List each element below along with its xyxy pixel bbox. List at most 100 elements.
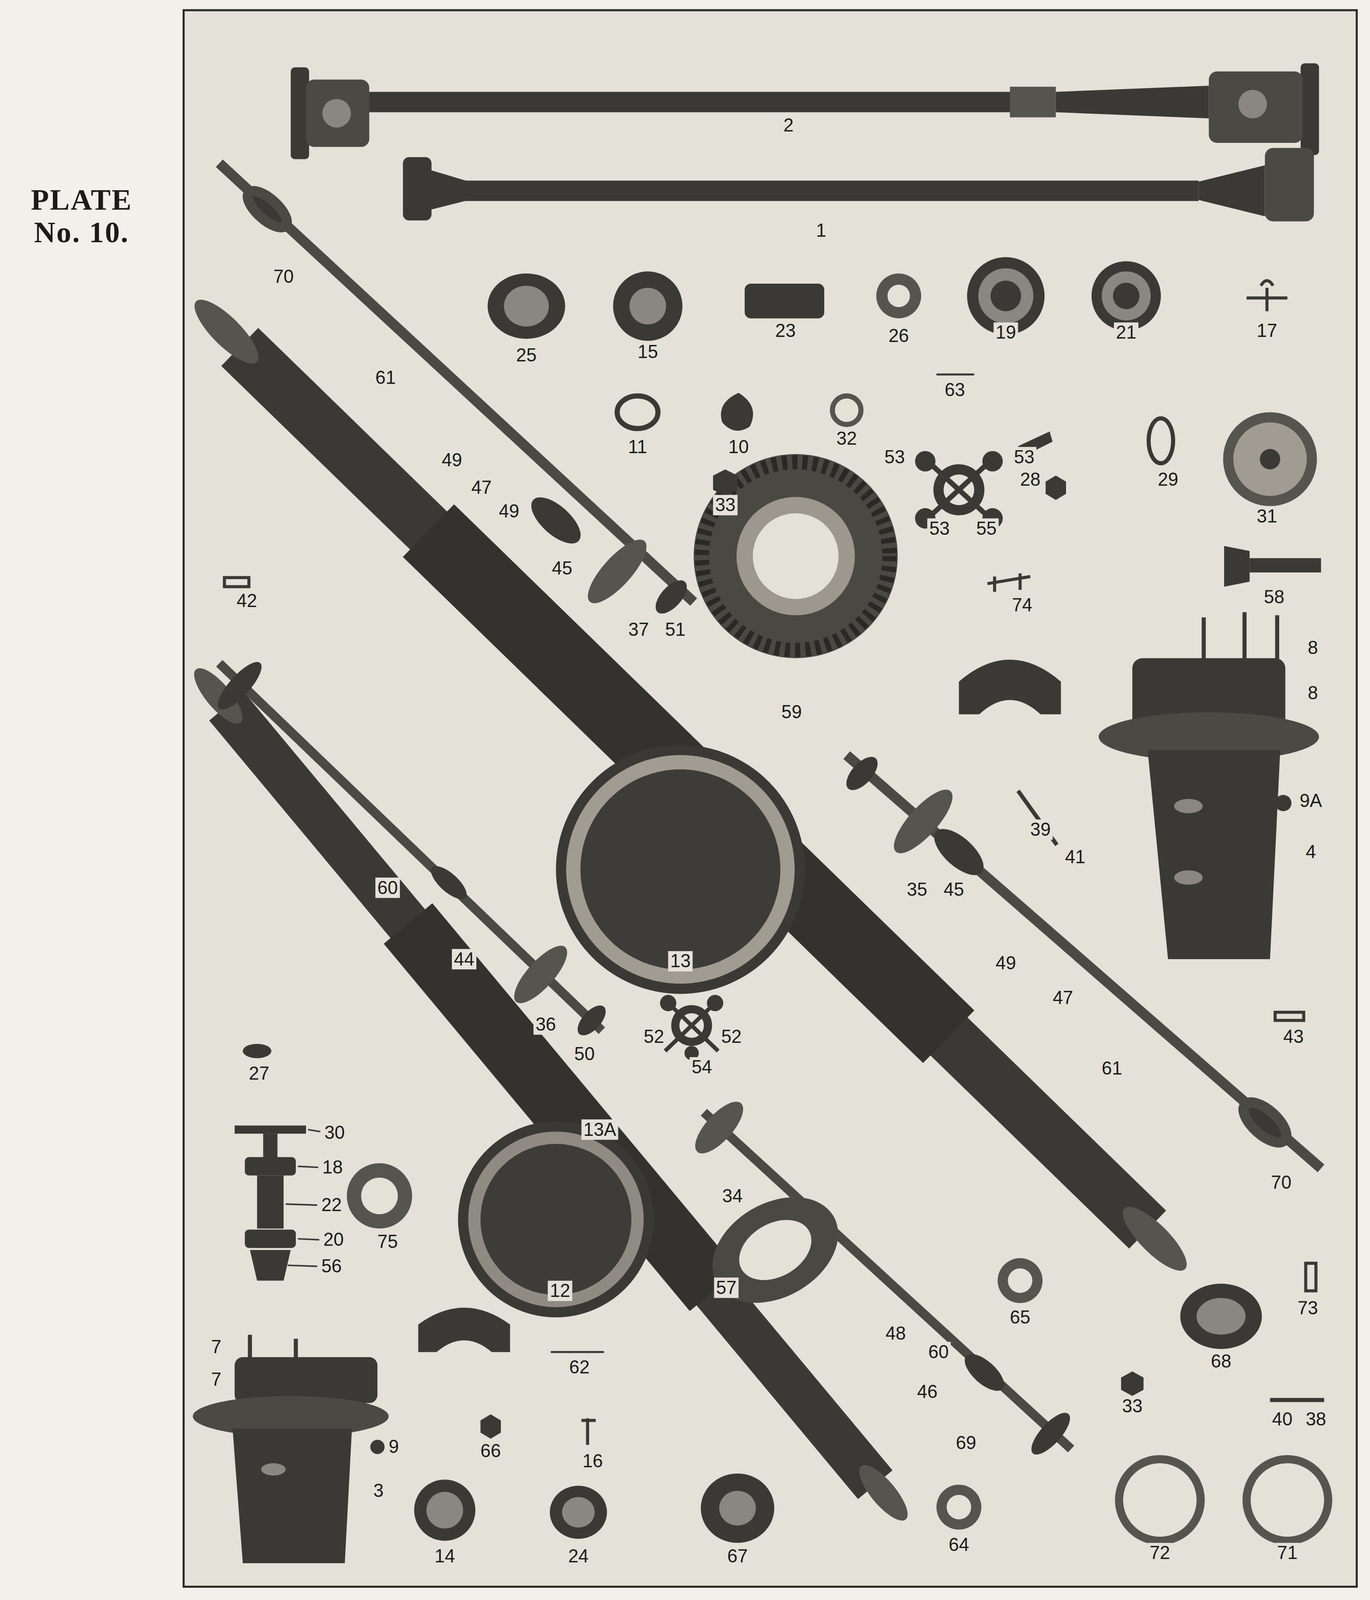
differential-carrier <box>1147 749 1281 960</box>
crown-wheel <box>693 453 898 659</box>
small-parts <box>876 273 922 319</box>
callout-number: 3 <box>371 1480 386 1502</box>
axle-housing <box>468 1131 644 1308</box>
small-parts <box>629 287 667 325</box>
pinion-stack <box>308 1129 321 1132</box>
callout-number: 53 <box>882 446 907 468</box>
differential-spider <box>923 456 995 523</box>
callout-number: 14 <box>432 1545 457 1567</box>
callout-number: 23 <box>773 320 798 341</box>
callout-number: 52 <box>719 1026 744 1047</box>
axle-shaft <box>687 1094 1076 1461</box>
pinion-stack <box>249 1249 291 1281</box>
callout-number: 47 <box>469 477 494 498</box>
propeller-shaft <box>347 91 1021 113</box>
callout-number: 27 <box>246 1063 272 1084</box>
callout-number: 62 <box>567 1356 592 1378</box>
callout-number: 44 <box>451 948 477 970</box>
propeller-shaft <box>322 98 352 128</box>
small-parts <box>1196 1297 1246 1335</box>
callout-number: 16 <box>580 1451 605 1472</box>
callout-number: 47 <box>1050 987 1076 1009</box>
crown-wheel <box>701 462 890 650</box>
pinion-stack <box>298 1238 320 1240</box>
crown-wheel <box>752 513 839 599</box>
pinion-stack <box>257 1175 284 1229</box>
small-parts <box>617 396 659 429</box>
small-parts <box>1222 412 1317 506</box>
small-parts <box>1305 1263 1316 1291</box>
small-parts <box>242 1043 272 1059</box>
callout-number: 67 <box>725 1545 750 1567</box>
differential-spider <box>659 995 724 1061</box>
callout-number: 58 <box>1261 586 1287 608</box>
axle-shaft <box>211 656 268 716</box>
propeller-shaft <box>306 79 370 147</box>
plate-title: PLATE No. 10. <box>21 183 143 250</box>
small-parts <box>1148 418 1174 464</box>
callout-number: 10 <box>726 436 751 457</box>
axle-shaft <box>1236 1095 1293 1150</box>
callout-number: 68 <box>1208 1350 1234 1372</box>
axle-housing <box>185 291 267 372</box>
differential-carrier <box>370 1439 385 1455</box>
pinion-shaft <box>1224 545 1250 587</box>
small-parts <box>700 1473 775 1543</box>
small-parts <box>1112 282 1140 310</box>
axle-shaft <box>242 185 293 233</box>
axle-housing <box>1114 1198 1195 1280</box>
small-parts <box>1246 1459 1329 1541</box>
callout-number: 33 <box>713 494 738 516</box>
differential-carrier <box>192 1334 389 1564</box>
small-parts <box>224 257 1329 1543</box>
callout-number: 49 <box>439 450 465 471</box>
callout-number: 70 <box>271 266 296 287</box>
small-parts <box>720 392 753 431</box>
small-parts <box>1118 1459 1201 1541</box>
callout-number: 49 <box>496 500 522 522</box>
callout-number: 1 <box>814 220 829 241</box>
callout-number: 69 <box>953 1432 979 1453</box>
crown-wheel <box>693 453 898 659</box>
torque-tube-shaft <box>428 169 470 211</box>
callout-number: 22 <box>319 1194 344 1216</box>
callout-number: 34 <box>720 1185 745 1206</box>
callout-number: 35 <box>905 879 930 900</box>
axle-shaft <box>506 938 576 1011</box>
small-parts <box>1007 1268 1033 1293</box>
axle-shaft <box>219 663 602 1031</box>
differential-carrier <box>261 1463 286 1476</box>
callout-number: 8 <box>1305 682 1321 703</box>
axle-housing <box>185 291 1195 1280</box>
callout-number: 45 <box>941 879 966 900</box>
callout-number: 55 <box>974 518 999 539</box>
callout-number: 19 <box>993 322 1018 343</box>
propeller-shaft <box>290 63 1320 160</box>
differential-spider <box>982 451 1003 472</box>
callout-number: 36 <box>533 1014 558 1035</box>
pinion-stack <box>285 1129 321 1267</box>
bearing-cap <box>418 1307 510 1352</box>
pinion-shaft <box>1224 545 1321 587</box>
pinion-stack <box>234 1125 321 1281</box>
small-parts <box>887 284 911 307</box>
crown-wheel <box>693 1175 858 1325</box>
pinion-shaft <box>1249 557 1321 573</box>
callout-number: 50 <box>572 1043 597 1064</box>
small-parts <box>414 1479 476 1541</box>
small-parts <box>1180 1283 1262 1349</box>
callout-number: 9A <box>1297 790 1325 812</box>
callout-number: 13A <box>581 1119 619 1140</box>
axle-shaft <box>687 1094 751 1161</box>
axle-housing <box>239 347 1148 1230</box>
differential-carrier <box>1242 612 1247 664</box>
differential-carrier <box>1174 798 1204 814</box>
callout-number: 37 <box>626 619 651 640</box>
callout-number: 20 <box>321 1229 346 1250</box>
callout-number: 42 <box>234 590 260 612</box>
callout-number: 56 <box>319 1256 344 1277</box>
small-parts <box>1091 261 1161 331</box>
bearing-cap <box>958 659 1061 715</box>
crown-wheel <box>736 497 855 616</box>
callout-number: 70 <box>1268 1172 1294 1193</box>
